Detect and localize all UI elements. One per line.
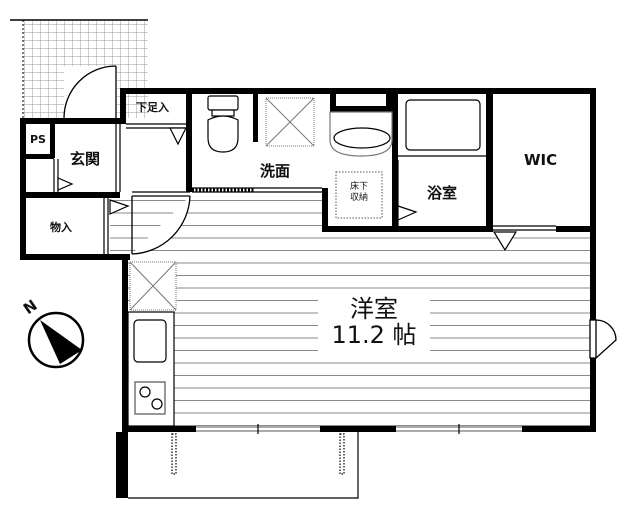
bathroom-label: 浴室 xyxy=(427,184,458,202)
main-room-size: 11.2 帖 xyxy=(331,321,417,349)
pipe-space-label: PS xyxy=(30,133,46,146)
vent-x xyxy=(265,97,315,147)
walls xyxy=(20,88,596,498)
underfloor-storage-line2: 収納 xyxy=(349,193,368,203)
open-indicators xyxy=(57,127,518,252)
main-room-label: 洋室 11.2 帖 xyxy=(318,296,430,348)
kitchen xyxy=(127,261,177,427)
terrace-grid xyxy=(10,19,148,122)
underfloor-storage-line1: 床下 xyxy=(349,182,368,192)
washroom-label: 洗面 xyxy=(260,162,291,180)
main-room-name: 洋室 xyxy=(350,295,398,323)
wash-basin xyxy=(329,111,393,157)
toilet-fixture xyxy=(207,95,239,153)
shoe-closet-label: 下足入 xyxy=(136,101,169,114)
entrance-label: 玄関 xyxy=(70,150,101,168)
doors xyxy=(131,188,617,359)
underfloor-storage-label: 床下 収納 xyxy=(340,182,378,204)
thin-lines xyxy=(53,123,556,499)
compass-icon xyxy=(27,311,85,369)
storage-label: 物入 xyxy=(50,221,72,234)
wic-label: WIC xyxy=(524,151,558,169)
